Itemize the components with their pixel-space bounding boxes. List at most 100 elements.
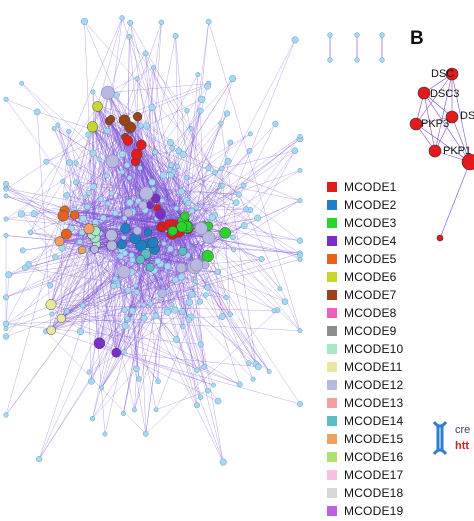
network-node — [146, 202, 153, 209]
network-node — [134, 289, 139, 294]
network-node — [205, 83, 211, 89]
network-node — [28, 230, 33, 235]
network-node — [103, 432, 107, 436]
network-node — [297, 401, 302, 406]
legend-item-mcode18: MCODE18 — [327, 485, 437, 503]
legend-label: MCODE8 — [344, 305, 397, 321]
network-node — [56, 123, 60, 127]
network-node — [241, 222, 247, 228]
legend-label: MCODE16 — [344, 449, 403, 465]
legend-item-mcode4: MCODE4 — [327, 233, 437, 251]
network-node — [64, 192, 70, 198]
network-node — [3, 321, 9, 327]
network-node — [119, 115, 130, 126]
network-node — [31, 211, 37, 217]
network-node — [267, 369, 271, 373]
network-node — [168, 172, 174, 178]
legend-swatch — [327, 308, 337, 318]
network-node — [113, 276, 118, 281]
network-node — [87, 122, 98, 133]
network-node — [131, 149, 142, 160]
network-node — [44, 159, 49, 164]
legend-item-mcode2: MCODE2 — [327, 197, 437, 215]
isolated-node — [328, 33, 333, 38]
network-node — [243, 207, 248, 212]
legend-swatch — [327, 236, 337, 246]
legend-swatch — [327, 470, 337, 480]
legend-item-mcode1: MCODE1 — [327, 179, 437, 197]
network-node — [202, 250, 214, 262]
network-node — [181, 212, 190, 221]
network-node — [228, 140, 233, 145]
network-node — [143, 51, 148, 56]
network-node — [87, 370, 91, 374]
network-node — [101, 86, 114, 99]
network-node — [91, 245, 99, 253]
legend-label: MCODE15 — [344, 431, 403, 447]
network-node — [155, 258, 161, 264]
network-node — [136, 255, 145, 264]
legend-swatch — [327, 434, 337, 444]
network-node — [149, 179, 156, 186]
network-node — [121, 223, 131, 233]
network-node — [193, 279, 198, 284]
network-node — [67, 129, 72, 134]
network-node — [196, 72, 200, 76]
legend-item-mcode11: MCODE11 — [327, 359, 437, 377]
network-node — [97, 157, 102, 162]
network-node — [90, 150, 96, 156]
network-node — [122, 307, 128, 313]
network-node — [84, 224, 94, 234]
network-node — [99, 386, 103, 390]
network-node — [4, 413, 9, 418]
network-node — [298, 168, 302, 172]
network-node — [141, 315, 147, 321]
network-node — [20, 81, 24, 85]
network-node — [220, 183, 225, 188]
network-node — [67, 160, 73, 166]
legend-swatch — [327, 182, 337, 192]
network-node — [219, 121, 224, 126]
network-node — [173, 33, 178, 38]
legend-label: MCODE14 — [344, 413, 403, 429]
network-node — [126, 199, 133, 206]
network-node — [146, 263, 154, 271]
network-node — [123, 136, 133, 146]
network-node — [83, 195, 87, 199]
legend-item-mcode6: MCODE6 — [327, 269, 437, 287]
legend-item-mcode5: MCODE5 — [327, 251, 437, 269]
legend-swatch — [327, 380, 337, 390]
legend-item-mcode13: MCODE13 — [327, 395, 437, 413]
network-node — [273, 121, 279, 127]
network-node — [70, 211, 79, 220]
network-node — [278, 287, 282, 291]
panel-b-node-label-pkp1: PKP1 — [443, 145, 471, 157]
isolated-node — [355, 33, 360, 38]
network-node — [298, 134, 302, 138]
network-node — [184, 175, 189, 180]
network-node — [282, 299, 288, 305]
network-node — [255, 215, 261, 221]
legend-swatch — [327, 272, 337, 282]
legend-swatch — [327, 218, 337, 228]
network-node — [160, 172, 167, 179]
network-node — [176, 263, 186, 273]
network-node — [173, 336, 179, 342]
legend-swatch — [327, 416, 337, 426]
network-node — [149, 104, 156, 111]
network-node — [107, 241, 117, 251]
network-node — [129, 253, 134, 258]
network-node — [175, 164, 180, 169]
legend-label: MCODE10 — [344, 341, 403, 357]
network-node — [4, 194, 8, 198]
network-node — [194, 403, 199, 408]
network-node — [206, 166, 211, 171]
network-node — [143, 431, 148, 436]
network-node — [107, 115, 115, 123]
legend-swatch — [327, 200, 337, 210]
legend-item-mcode3: MCODE3 — [327, 215, 437, 233]
panel-b-node-label-ds: DS — [460, 110, 474, 122]
network-node — [220, 166, 225, 171]
network-node — [81, 18, 88, 25]
network-node — [255, 364, 261, 370]
